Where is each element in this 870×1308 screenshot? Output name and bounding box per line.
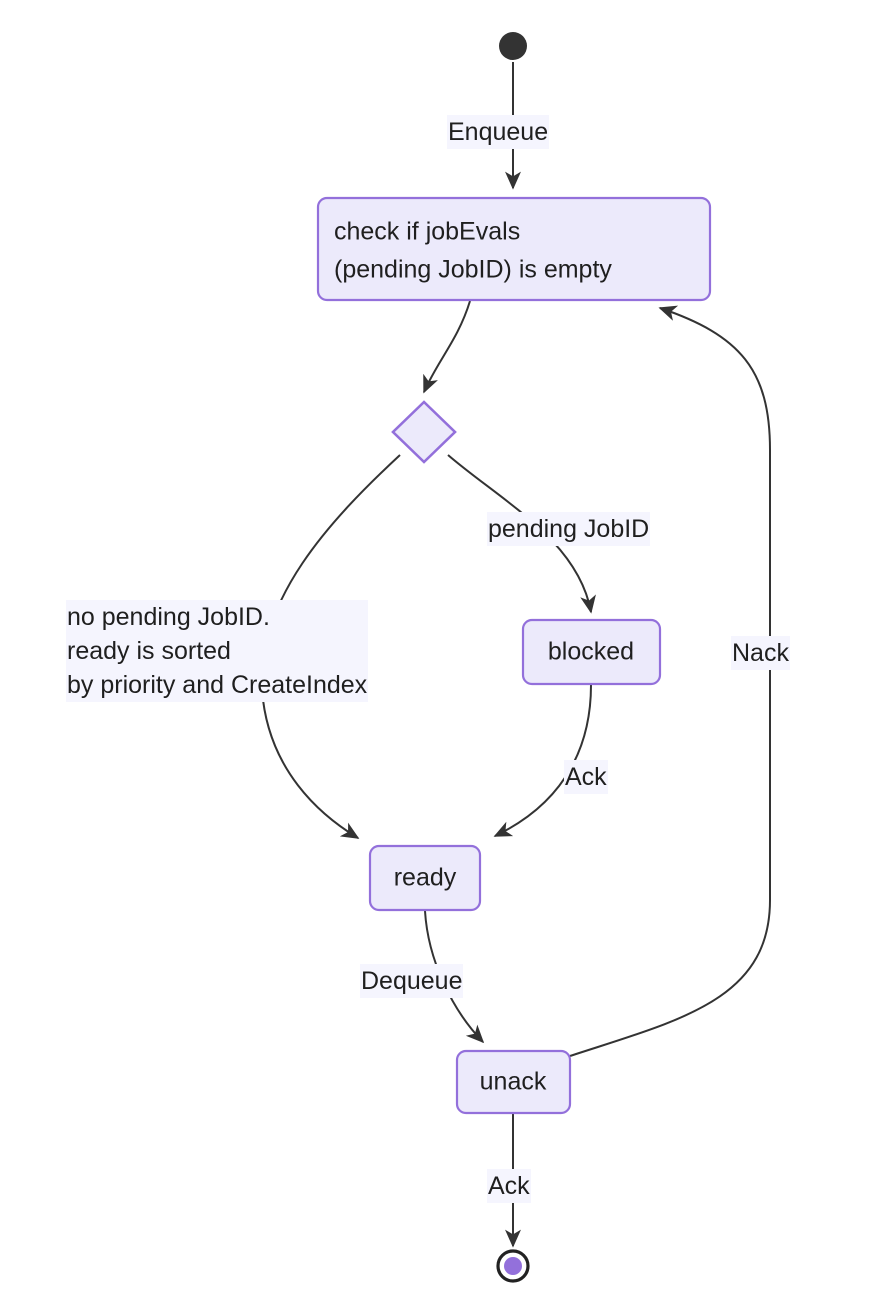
- edge-check-to-choice: [423, 300, 471, 394]
- state-node-blocked[interactable]: [521, 618, 662, 686]
- start-node: [499, 32, 527, 60]
- edge-label-enqueue: Enqueue: [447, 115, 550, 149]
- edge-label-line3: by priority and CreateIndex: [67, 671, 368, 699]
- state-label-check-line1: check if jobEvals: [334, 218, 520, 246]
- state-label-unack: unack: [480, 1068, 547, 1096]
- choice-node[interactable]: [391, 400, 457, 464]
- edge-label-dequeue: Dequeue: [360, 964, 464, 998]
- edge-label-ack-unack-end: Ack: [487, 1169, 531, 1203]
- edge-label-line1: no pending JobID.: [67, 603, 270, 631]
- state-node-ready[interactable]: [368, 844, 482, 912]
- state-label-check-line2: (pending JobID) is empty: [334, 256, 612, 284]
- state-node-unack[interactable]: [455, 1049, 572, 1115]
- edge-label-nack: Nack: [731, 636, 790, 670]
- edge-label-no-pending-jobid: no pending JobID. ready is sorted by prior…: [66, 600, 369, 702]
- state-label-blocked: blocked: [548, 638, 634, 666]
- edge-unack-to-check: [569, 305, 771, 1057]
- edge-label-ack-blocked-ready: Ack: [564, 760, 608, 794]
- edge-label-line2: ready is sorted: [67, 637, 231, 665]
- state-label-ready: ready: [394, 864, 457, 892]
- edge-label-pending-jobid: pending JobID: [487, 512, 651, 546]
- state-node-check[interactable]: [316, 196, 712, 302]
- end-node-core: [504, 1257, 522, 1275]
